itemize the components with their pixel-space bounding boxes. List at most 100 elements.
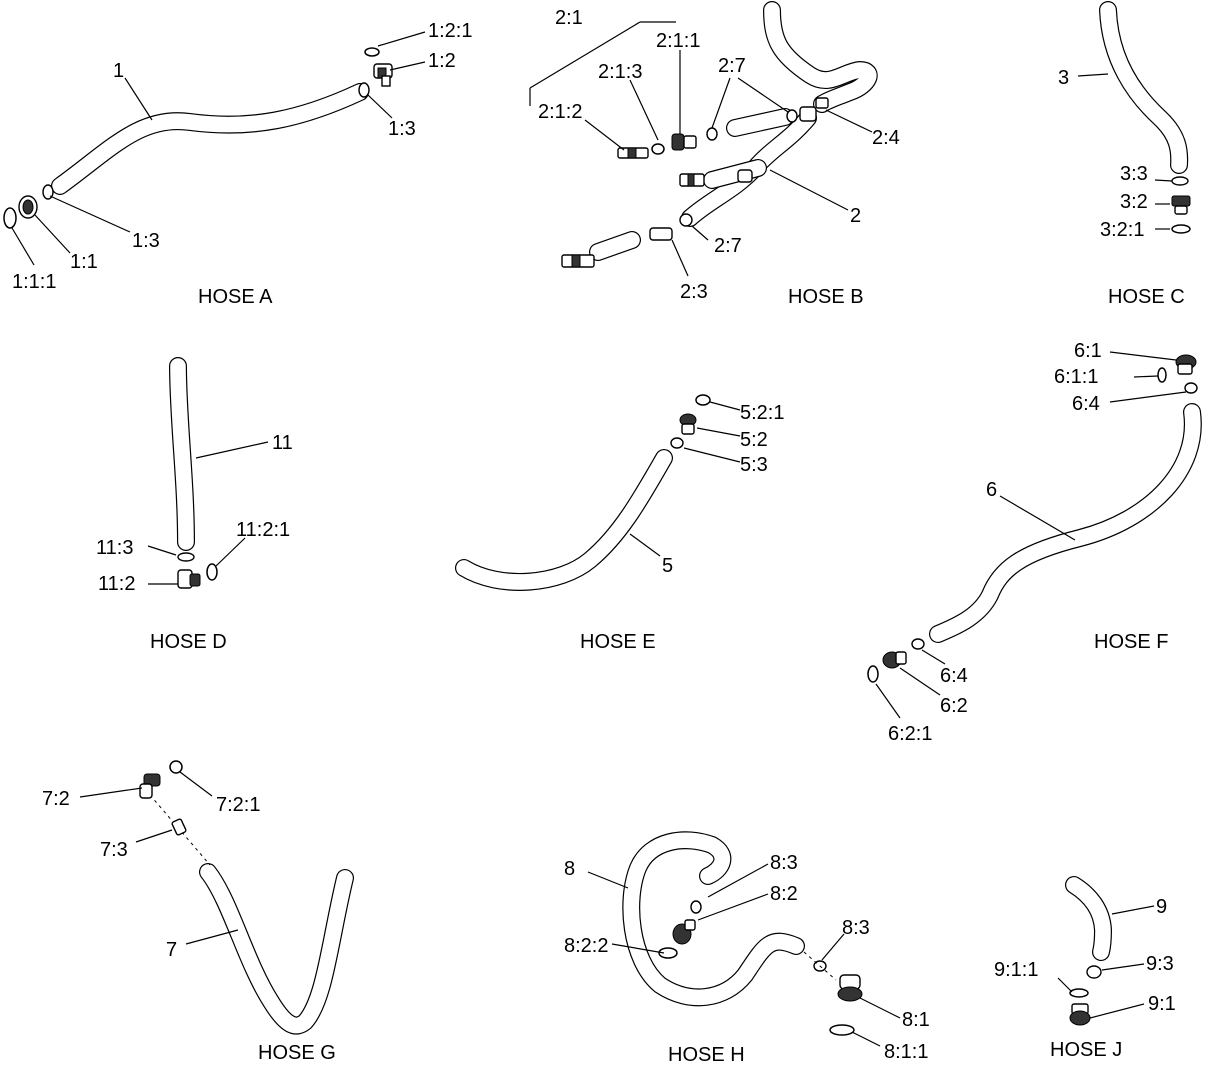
- callout-8-3-upper: 8:3: [770, 852, 798, 874]
- hose-f-title: HOSE F: [1094, 631, 1168, 653]
- hose-b-title: HOSE B: [788, 286, 864, 308]
- hose-b-reducer-top: [815, 97, 829, 109]
- callout-8-2: 8:2: [770, 883, 798, 905]
- hose-e-group: 5:2:1 5:2 5:3 5 HOSE E: [455, 394, 784, 653]
- hose-b-clamp-2-7-lower: [679, 213, 693, 227]
- callout-11: 11: [272, 432, 293, 454]
- hose-g-tube: [199, 863, 354, 1035]
- hose-b-adapter-lower: [561, 254, 595, 268]
- callout-7: 7: [166, 939, 177, 961]
- hose-b-tube-branch-upper: [726, 108, 794, 137]
- callout-1-3-lower: 1:3: [132, 230, 160, 252]
- hose-a-clamp-upper: [358, 82, 370, 98]
- hose-d-title: HOSE D: [150, 631, 227, 653]
- hose-g-assembly-axis: [149, 794, 211, 866]
- callout-6-4-lower: 6:4: [940, 665, 968, 687]
- hose-g-elbow-fitting: [139, 773, 161, 799]
- hose-h-fitting-left: [672, 919, 696, 945]
- hose-g-clamp: [171, 818, 187, 836]
- callout-5-2-1: 5:2:1: [740, 402, 784, 424]
- hose-b-fitting-2-1-1: [671, 133, 697, 151]
- callout-6-2-1: 6:2:1: [888, 723, 932, 745]
- hose-d-group: 11 11:2:1 11:3 11:2 HOSE D: [96, 357, 293, 653]
- hose-c-tube: [1099, 1, 1189, 174]
- hose-g-title: HOSE G: [258, 1042, 336, 1064]
- hose-b-adapter-mid: [679, 173, 705, 187]
- callout-2-1-1: 2:1:1: [656, 30, 700, 52]
- callout-8: 8: [564, 858, 575, 880]
- hose-b-adapter-2-1-2: [617, 147, 649, 159]
- hose-g-group: 7:2 7:2:1 7:3 7 HOSE G: [42, 760, 354, 1064]
- callout-3: 3: [1058, 67, 1069, 89]
- hose-a-tube: [51, 83, 369, 195]
- hose-h-clamp-upper: [690, 900, 702, 914]
- hose-j-oring: [1069, 988, 1089, 998]
- hose-d-elbow-fitting: [177, 569, 201, 589]
- callout-8-1: 8:1: [902, 1009, 930, 1031]
- hose-h-group: 8 8:3 8:2 8:2:2 8:3 8:1 8:1:1 HOSE H: [564, 831, 930, 1066]
- callout-2-7-upper: 2:7: [718, 55, 746, 77]
- callout-5-3: 5:3: [740, 454, 768, 476]
- hose-b-oring-2-1-3: [651, 143, 665, 155]
- hose-j-title: HOSE J: [1050, 1039, 1122, 1061]
- hose-b-clamp-top: [786, 109, 798, 123]
- hose-e-oring: [695, 394, 711, 406]
- callout-11-2: 11:2: [98, 573, 135, 595]
- hose-a-group: 1 1:2:1 1:2 1:3 1:3 1:1 1:1:1 HOSE A: [3, 20, 472, 308]
- callout-8-2-2: 8:2:2: [564, 935, 608, 957]
- callout-9: 9: [1156, 896, 1167, 918]
- callout-9-1: 9:1: [1148, 993, 1176, 1015]
- hose-a-oring-lower: [3, 207, 17, 229]
- hose-b-tube-branch-lower: [589, 231, 641, 261]
- callout-6: 6: [986, 479, 997, 501]
- hose-f-clamp-upper: [1184, 382, 1198, 394]
- callout-3-2-1: 3:2:1: [1100, 219, 1144, 241]
- hose-a-elbow-fitting: [373, 63, 393, 87]
- callout-8-3-lower: 8:3: [842, 917, 870, 939]
- hose-j-fitting: [1069, 1003, 1091, 1026]
- hose-j-tube: [1065, 876, 1112, 961]
- hose-b-tube-top: [763, 1, 878, 113]
- callout-2-7-lower: 2:7: [714, 235, 742, 257]
- hose-h-oring-right: [829, 1024, 855, 1036]
- hose-d-clamp: [177, 552, 195, 562]
- hose-a-title: HOSE A: [198, 286, 273, 308]
- hose-j-group: 9 9:1:1 9:3 9:1 HOSE J: [994, 876, 1176, 1061]
- callout-9-3: 9:3: [1146, 953, 1174, 975]
- hose-c-oring: [1171, 224, 1191, 234]
- hose-f-fitting-lower: [882, 651, 907, 669]
- hose-e-tube: [455, 449, 673, 591]
- hose-h-oring-left: [658, 947, 678, 959]
- callout-9-1-1: 9:1:1: [994, 959, 1038, 981]
- callout-3-3: 3:3: [1120, 163, 1148, 185]
- callout-1-2: 1:2: [428, 50, 456, 72]
- callout-1-1-1: 1:1:1: [12, 271, 56, 293]
- callout-7-3: 7:3: [100, 839, 128, 861]
- callout-2-4: 2:4: [872, 127, 900, 149]
- callout-2: 2: [850, 205, 861, 227]
- callout-8-1-1: 8:1:1: [884, 1041, 928, 1063]
- hose-h-assembly-axis: [803, 951, 837, 981]
- hose-f-oring-lower: [867, 665, 879, 683]
- hose-d-tube: [169, 357, 195, 551]
- hose-c-fitting: [1171, 195, 1191, 215]
- hose-a-clamp-lower: [42, 184, 54, 200]
- callout-6-1-1: 6:1:1: [1054, 366, 1098, 388]
- callout-6-1: 6:1: [1074, 340, 1102, 362]
- callout-6-2: 6:2: [940, 695, 968, 717]
- hose-b-group: 2:1 2:1:1 2:1:3 2:7 2:1:2 2:4 2 2:7 2:3 …: [529, 1, 900, 308]
- callout-1: 1: [113, 60, 124, 82]
- callout-2-1: 2:1: [555, 7, 583, 29]
- hose-f-elbow-fitting: [1175, 354, 1197, 375]
- hose-b-tee-upper: [799, 106, 817, 122]
- callout-1-1: 1:1: [70, 251, 98, 273]
- hose-e-clamp: [670, 437, 684, 449]
- hose-b-tee-lower: [649, 227, 673, 241]
- hose-j-clamp: [1086, 965, 1102, 979]
- hose-b-tee-mid: [737, 169, 753, 183]
- hose-b-clamp-2-7-upper: [706, 127, 718, 141]
- hose-c-group: 3 3:3 3:2 3:2:1 HOSE C: [1058, 1, 1191, 308]
- hose-h-elbow-fitting: [837, 974, 863, 1002]
- callout-11-2-1: 11:2:1: [236, 519, 290, 541]
